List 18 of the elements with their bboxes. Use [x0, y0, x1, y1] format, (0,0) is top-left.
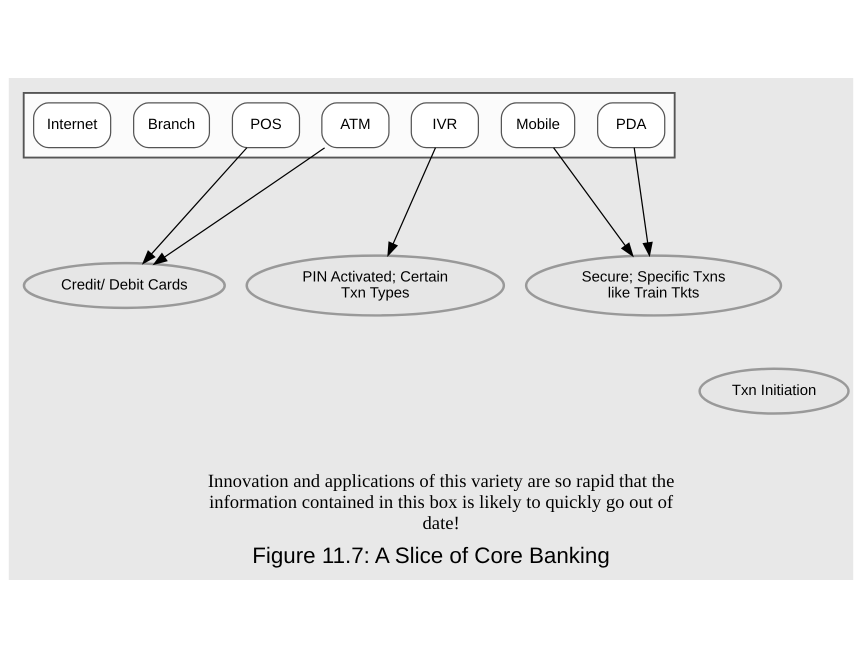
node-ellipse: Secure; Specific Txns like Train Tkts	[524, 254, 782, 316]
node-box: ATM	[321, 102, 390, 148]
node-box: PDA	[597, 102, 666, 148]
cluster	[22, 91, 676, 158]
arrow	[387, 146, 436, 257]
node-ellipse: Txn Initiation	[698, 367, 850, 414]
node-box: POS	[232, 102, 300, 148]
caption: Figure 11.7: A Slice of Core Banking	[252, 542, 610, 568]
arrow	[152, 146, 325, 265]
node-box: Internet	[33, 102, 112, 148]
node-box: Branch	[133, 102, 210, 148]
arrow	[634, 147, 653, 257]
node-box: IVR	[410, 102, 479, 148]
label: Innovation and applications of this variety are so rapid that the information contained in this box is likely to quickly go out of date!	[208, 470, 674, 534]
node-ellipse: Credit/ Debit Cards	[22, 261, 226, 309]
node-ellipse: PIN Activated; Certain Txn Types	[245, 254, 506, 316]
arrow	[142, 146, 248, 264]
node-box: Mobile	[500, 102, 576, 148]
